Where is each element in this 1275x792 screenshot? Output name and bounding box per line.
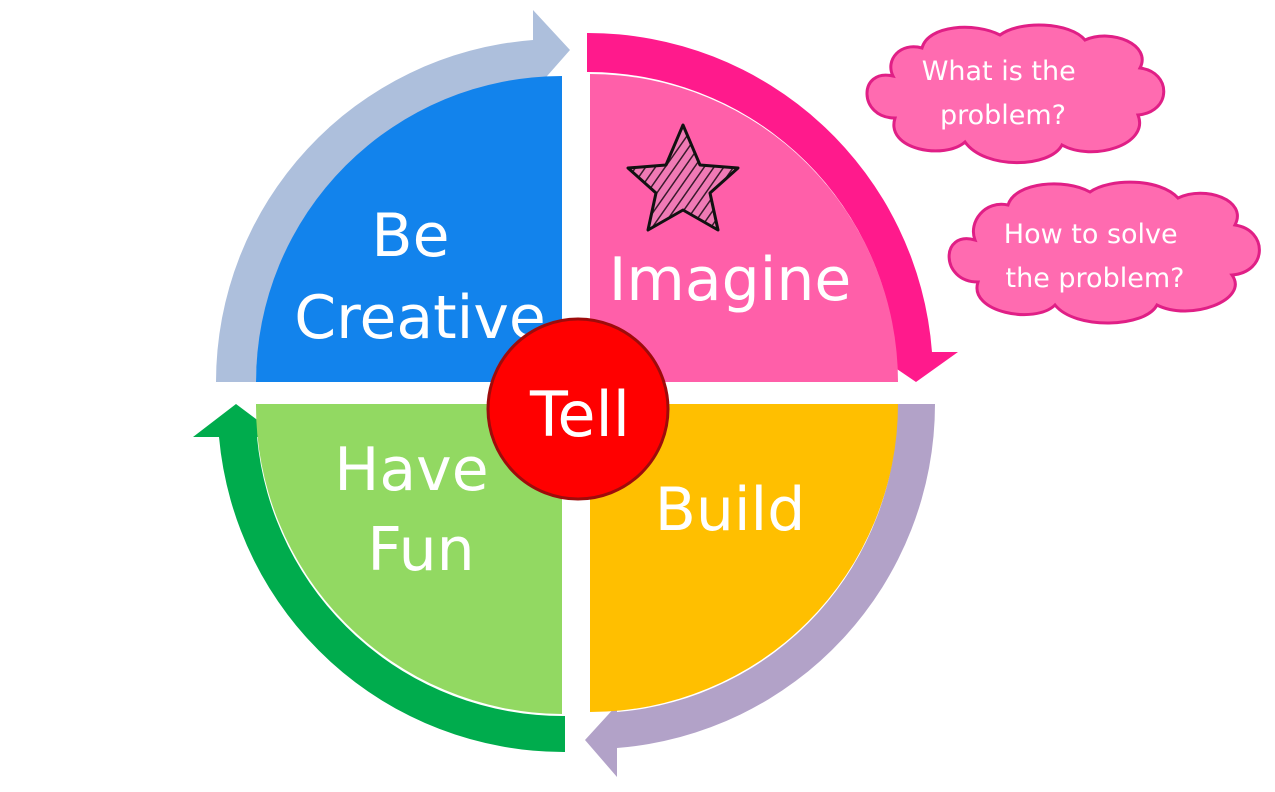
label-have-fun: Have Fun — [334, 435, 507, 585]
arrow-have-fun — [193, 404, 565, 753]
arrow-be-creative — [216, 10, 570, 382]
arrow-build — [585, 404, 935, 777]
svg-text:How to solve the problem: How to solve the problem? — [1004, 219, 1186, 294]
quadrant-build — [590, 404, 898, 712]
cloud-how-to-solve-the-problem: How to solve the problem? — [947, 180, 1261, 325]
center-label: Tell — [529, 378, 630, 451]
quadrant-have-fun — [255, 404, 562, 714]
center-circle — [486, 317, 670, 501]
svg-text:What is the problem?: What is the problem? — [922, 56, 1085, 131]
quadrant-be-creative — [256, 76, 562, 382]
star-icon — [626, 123, 740, 232]
label-build: Build — [655, 475, 806, 545]
label-imagine: Imagine — [609, 245, 852, 315]
cloud-what-is-the-problem: What is the problem? — [865, 23, 1166, 165]
quadrant-imagine — [590, 74, 898, 382]
label-be-creative: Be Creative — [294, 201, 546, 353]
arrow-imagine — [587, 32, 958, 383]
